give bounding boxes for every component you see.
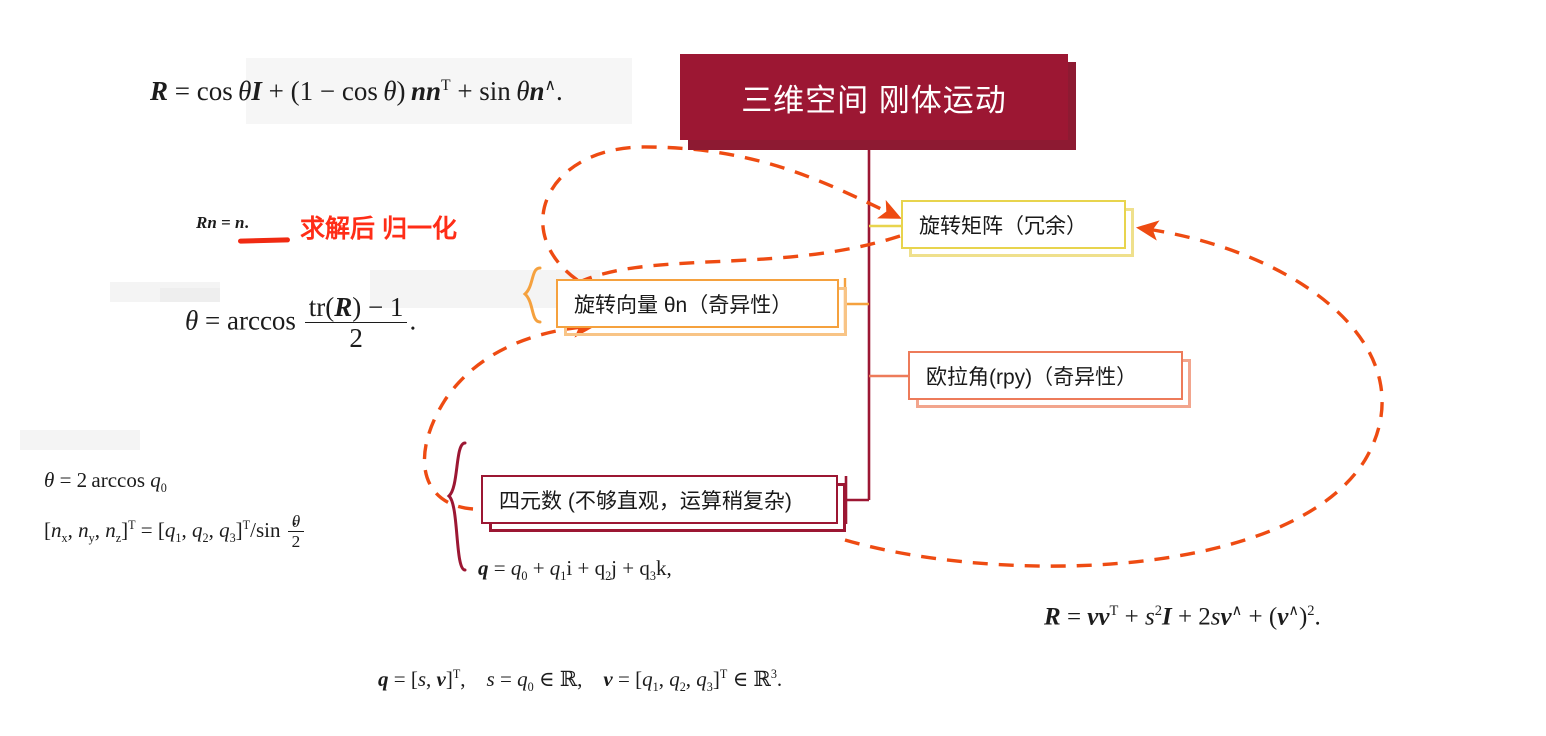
arrow-quat-to-rotvec: [422, 317, 597, 511]
scan-smudge: [20, 430, 140, 450]
scan-smudge: [110, 282, 220, 302]
brace-quaternion: [446, 441, 467, 572]
scan-smudge: [246, 58, 632, 124]
arrow-quat-to-rotmat: [844, 220, 1384, 568]
rotation-vector-label: 旋转向量 θn（奇异性）: [574, 293, 793, 317]
scan-smudge: [160, 288, 220, 302]
formula-quat-to-axis-angle-line1: θ = 2 arccos q0: [44, 468, 167, 496]
arrow-rotmat-to-rotvec: [555, 234, 901, 304]
formula-quaternion-definition: q = q0 + q1i + q2j + q3k,: [478, 556, 672, 584]
rotation-matrix-label: 旋转矩阵（冗余）: [919, 214, 1087, 238]
euler-angles-node[interactable]: 欧拉角(rpy)（奇异性）: [908, 351, 1183, 400]
formula-eigen-equation: Rn = n.: [196, 213, 249, 232]
branch-connector-quaternion: [844, 476, 869, 524]
formula-quaternion-scalar-vector: q = [s, v]T, s = q0 ∈ ℝ, v = [q1, q2, q3…: [378, 667, 783, 695]
rotation-vector-node[interactable]: 旋转向量 θn（奇异性）: [556, 279, 839, 328]
red-annotation-note: 求解后 归一化: [300, 215, 457, 243]
quaternion-node[interactable]: 四元数 (不够直观，运算稍复杂): [481, 475, 838, 524]
quaternion-label: 四元数 (不够直观，运算稍复杂): [499, 489, 792, 513]
arrow-rotvec-to-rotmat: [541, 145, 902, 295]
formula-rodrigues: R = cos θI + (1 − cos θ) nnT + sin θn∧.: [150, 76, 563, 106]
title-node[interactable]: 三维空间 刚体运动: [680, 54, 1068, 140]
rotation-matrix-node[interactable]: 旋转矩阵（冗余）: [901, 200, 1126, 249]
euler-angles-label: 欧拉角(rpy)（奇异性）: [926, 365, 1138, 389]
branch-connector-rotation-vector: [843, 278, 869, 330]
formula-period-mark: .: [292, 506, 298, 530]
brace-rotation-vector: [522, 266, 542, 324]
formula-R-from-quaternion: R = vvT + s2I + 2sv∧ + (v∧)2.: [1044, 603, 1321, 631]
title-node-label: 三维空间 刚体运动: [741, 82, 1007, 118]
